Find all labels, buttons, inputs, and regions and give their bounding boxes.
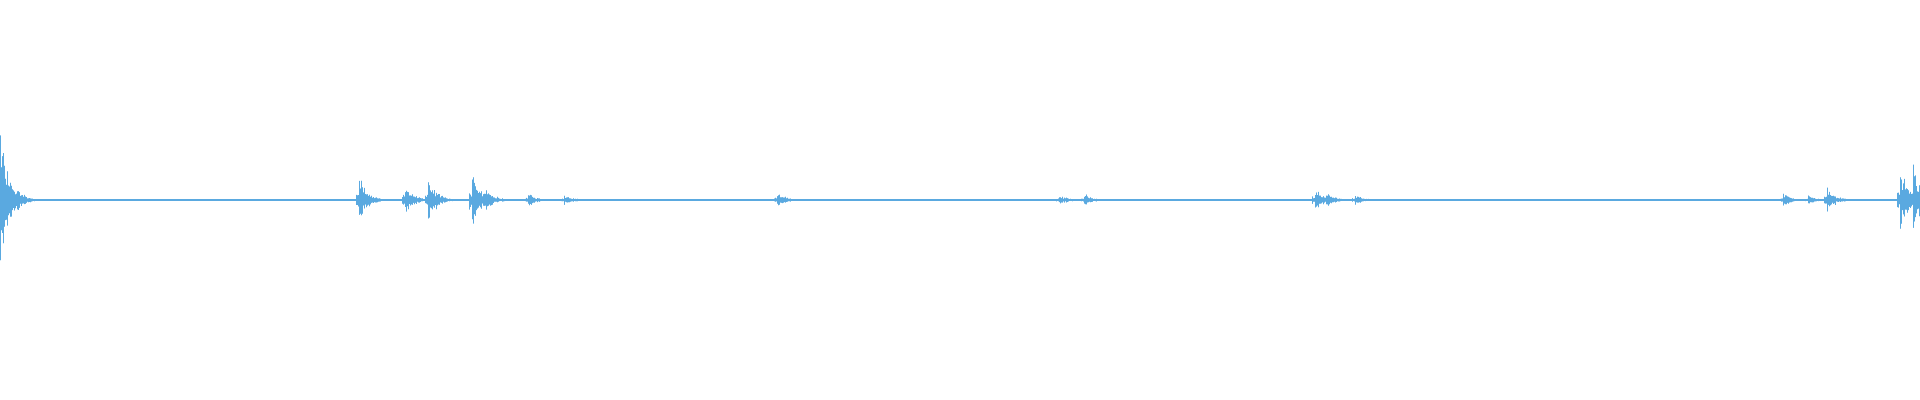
waveform-amplitude-path bbox=[0, 135, 1920, 261]
waveform-samples bbox=[0, 135, 1920, 261]
